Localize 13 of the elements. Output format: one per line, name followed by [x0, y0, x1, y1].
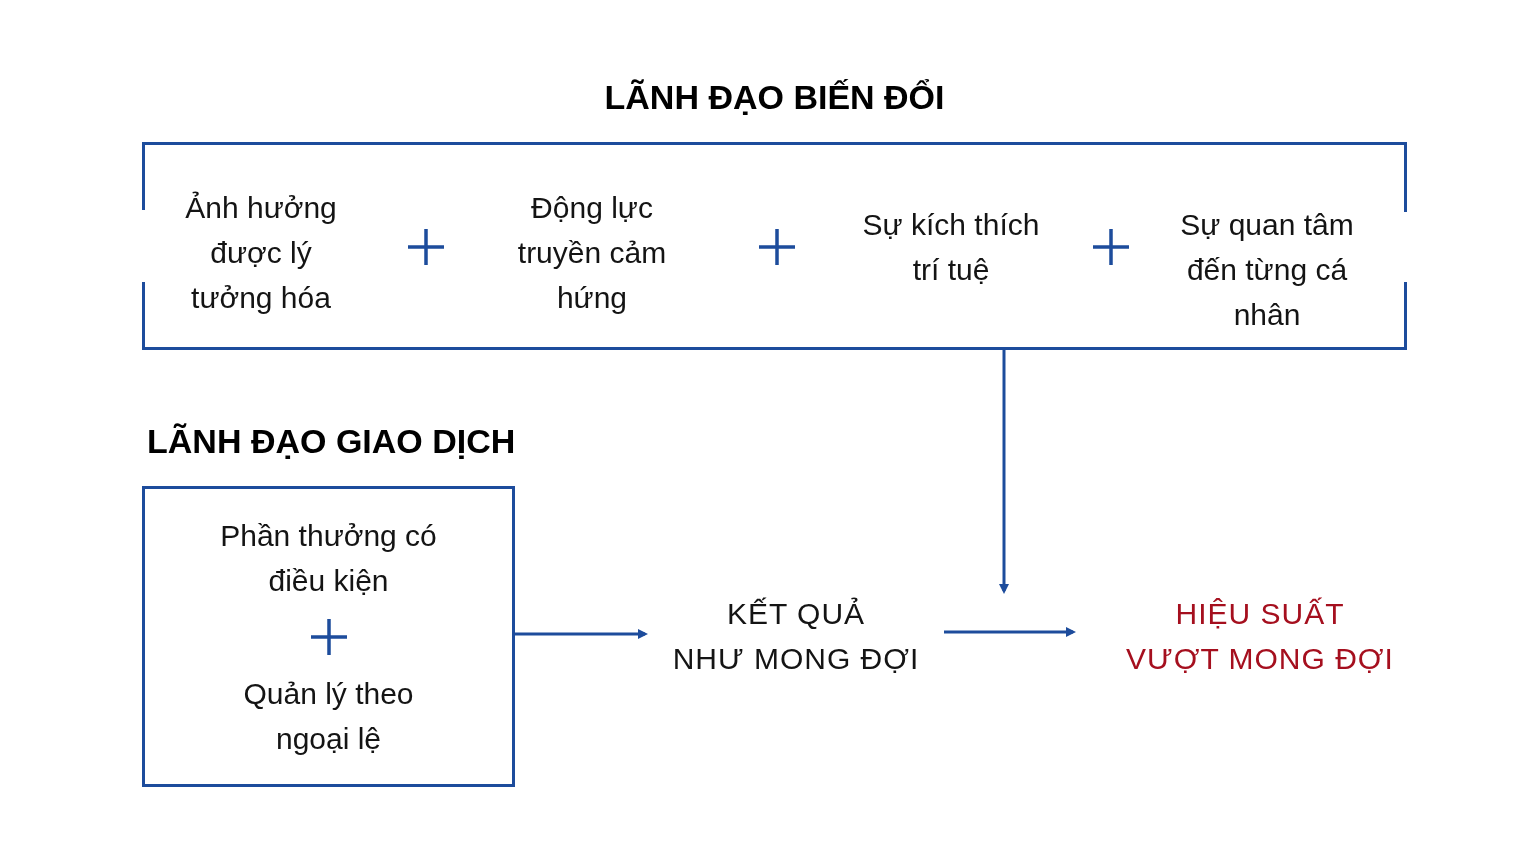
factor-text: Động lực truyền cảm hứng [516, 190, 668, 316]
section-heading: LÃNH ĐẠO GIAO DỊCH [147, 421, 516, 462]
section-heading: LÃNH ĐẠO BIẾN ĐỔI [604, 77, 945, 118]
factor-text: Sự quan tâm đến từng cá nhân [1179, 207, 1355, 333]
factor-text: Sự kích thích trí tuệ [861, 207, 1041, 288]
outcome-text: HIỆU SUẤT VƯỢT MONG ĐỢI [1126, 596, 1394, 677]
outcome-text: KẾT QUẢ NHƯ MONG ĐỢI [672, 596, 920, 677]
arrow [944, 627, 1076, 637]
arrow [999, 350, 1009, 594]
arrow [515, 629, 648, 639]
factor-text: Quản lý theo ngoại lệ [242, 675, 415, 757]
factor-text: Phần thưởng có điều kiện [219, 517, 438, 599]
factor-text: Ảnh hưởng được lý tưởng hóa [184, 190, 338, 316]
